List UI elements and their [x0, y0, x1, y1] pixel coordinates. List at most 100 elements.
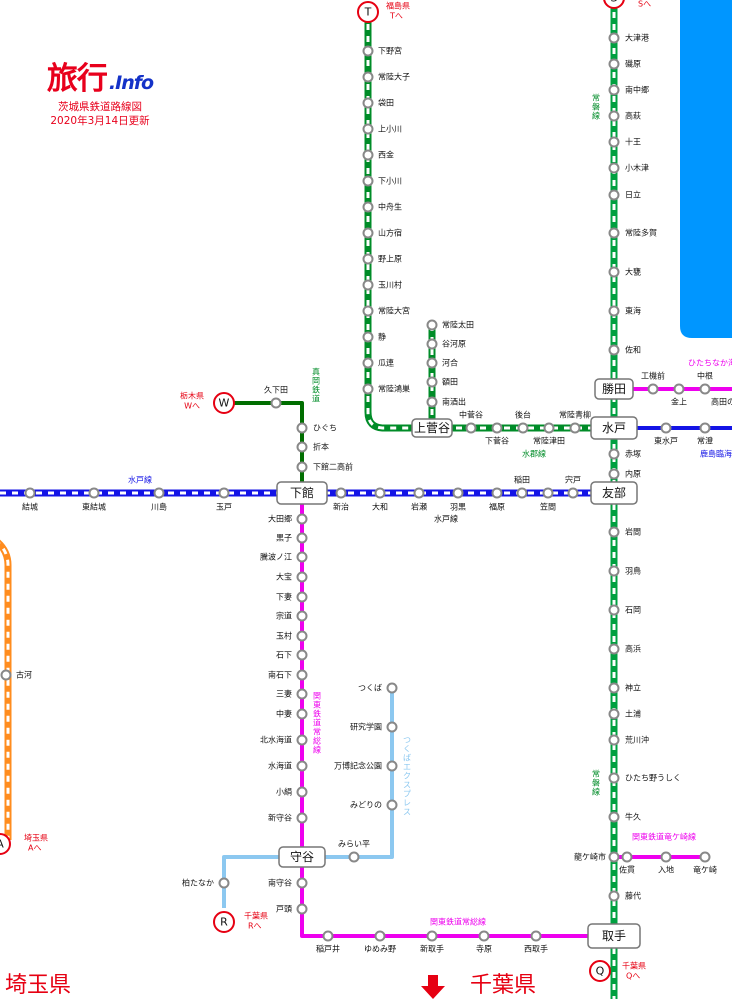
station-marker[interactable]: [296, 708, 308, 720]
station-marker[interactable]: [362, 383, 374, 395]
station-marker[interactable]: [374, 487, 386, 499]
station-marker[interactable]: [296, 649, 308, 661]
station-marker[interactable]: [567, 487, 579, 499]
station-marker[interactable]: [296, 591, 308, 603]
station-marker[interactable]: [386, 799, 398, 811]
station-marker[interactable]: [478, 930, 490, 942]
station-marker[interactable]: [296, 422, 308, 434]
hub-mito-box[interactable]: [590, 416, 638, 440]
station-marker[interactable]: [608, 851, 620, 863]
site-logo[interactable]: 旅行.Info 茨城県鉄道路線図 2020年3月14日更新: [30, 62, 170, 128]
station-marker[interactable]: [516, 487, 528, 499]
station-marker[interactable]: [517, 422, 529, 434]
hub-toride-box[interactable]: [587, 923, 641, 949]
station-marker[interactable]: [335, 487, 347, 499]
station-marker[interactable]: [218, 487, 230, 499]
station-marker[interactable]: [530, 930, 542, 942]
station-marker[interactable]: [608, 110, 620, 122]
station-marker[interactable]: [362, 175, 374, 187]
station-marker[interactable]: [608, 890, 620, 902]
station-marker[interactable]: [542, 487, 554, 499]
station-marker[interactable]: [88, 487, 100, 499]
station-marker[interactable]: [608, 266, 620, 278]
station-marker[interactable]: [296, 571, 308, 583]
station-marker[interactable]: [296, 669, 308, 681]
station-marker[interactable]: [608, 604, 620, 616]
station-marker[interactable]: [296, 513, 308, 525]
station-marker[interactable]: [608, 643, 620, 655]
connector-r-circle[interactable]: [213, 911, 235, 933]
station-marker[interactable]: [386, 721, 398, 733]
station-marker[interactable]: [452, 487, 464, 499]
station-marker[interactable]: [362, 97, 374, 109]
station-marker[interactable]: [362, 279, 374, 291]
station-marker[interactable]: [362, 123, 374, 135]
station-marker[interactable]: [362, 357, 374, 369]
hub-kamisugaya-box[interactable]: [411, 418, 453, 438]
station-marker[interactable]: [608, 58, 620, 70]
hub-shimodate-box[interactable]: [276, 481, 328, 505]
station-marker[interactable]: [296, 532, 308, 544]
station-marker[interactable]: [608, 84, 620, 96]
station-marker[interactable]: [296, 630, 308, 642]
station-marker[interactable]: [348, 851, 360, 863]
station-marker[interactable]: [608, 344, 620, 356]
station-marker[interactable]: [660, 422, 672, 434]
connector-s-circle[interactable]: [603, 0, 625, 9]
hub-katsuta-box[interactable]: [594, 378, 634, 400]
station-marker[interactable]: [322, 930, 334, 942]
station-marker[interactable]: [426, 930, 438, 942]
station-marker[interactable]: [296, 812, 308, 824]
station-marker[interactable]: [296, 610, 308, 622]
station-marker[interactable]: [296, 877, 308, 889]
station-marker[interactable]: [270, 397, 282, 409]
station-marker[interactable]: [296, 734, 308, 746]
hub-tomobe-box[interactable]: [590, 481, 638, 505]
connector-w-circle[interactable]: [213, 392, 235, 414]
station-marker[interactable]: [699, 383, 711, 395]
station-marker[interactable]: [296, 786, 308, 798]
station-marker[interactable]: [0, 669, 12, 681]
station-marker[interactable]: [543, 422, 555, 434]
station-marker[interactable]: [374, 930, 386, 942]
station-marker[interactable]: [608, 305, 620, 317]
station-marker[interactable]: [362, 227, 374, 239]
station-marker[interactable]: [608, 565, 620, 577]
station-marker[interactable]: [673, 383, 685, 395]
station-marker[interactable]: [362, 201, 374, 213]
station-marker[interactable]: [426, 338, 438, 350]
station-marker[interactable]: [608, 526, 620, 538]
station-marker[interactable]: [608, 682, 620, 694]
hub-moriya-box[interactable]: [278, 846, 326, 868]
station-marker[interactable]: [296, 903, 308, 915]
station-marker[interactable]: [608, 772, 620, 784]
station-marker[interactable]: [153, 487, 165, 499]
station-marker[interactable]: [608, 32, 620, 44]
station-marker[interactable]: [362, 253, 374, 265]
station-marker[interactable]: [413, 487, 425, 499]
station-marker[interactable]: [426, 357, 438, 369]
station-marker[interactable]: [465, 422, 477, 434]
station-marker[interactable]: [296, 551, 308, 563]
station-marker[interactable]: [296, 688, 308, 700]
station-marker[interactable]: [491, 487, 503, 499]
station-marker[interactable]: [608, 708, 620, 720]
station-marker[interactable]: [608, 468, 620, 480]
station-marker[interactable]: [608, 189, 620, 201]
station-marker[interactable]: [699, 422, 711, 434]
station-marker[interactable]: [426, 376, 438, 388]
station-marker[interactable]: [569, 422, 581, 434]
station-marker[interactable]: [426, 319, 438, 331]
station-marker[interactable]: [608, 162, 620, 174]
station-marker[interactable]: [608, 136, 620, 148]
station-marker[interactable]: [608, 448, 620, 460]
station-marker[interactable]: [386, 760, 398, 772]
station-marker[interactable]: [621, 851, 633, 863]
connector-t-circle[interactable]: [357, 1, 379, 23]
connector-a-circle[interactable]: [0, 833, 11, 855]
station-marker[interactable]: [608, 227, 620, 239]
station-marker[interactable]: [218, 877, 230, 889]
station-marker[interactable]: [426, 396, 438, 408]
station-marker[interactable]: [296, 461, 308, 473]
station-marker[interactable]: [362, 331, 374, 343]
